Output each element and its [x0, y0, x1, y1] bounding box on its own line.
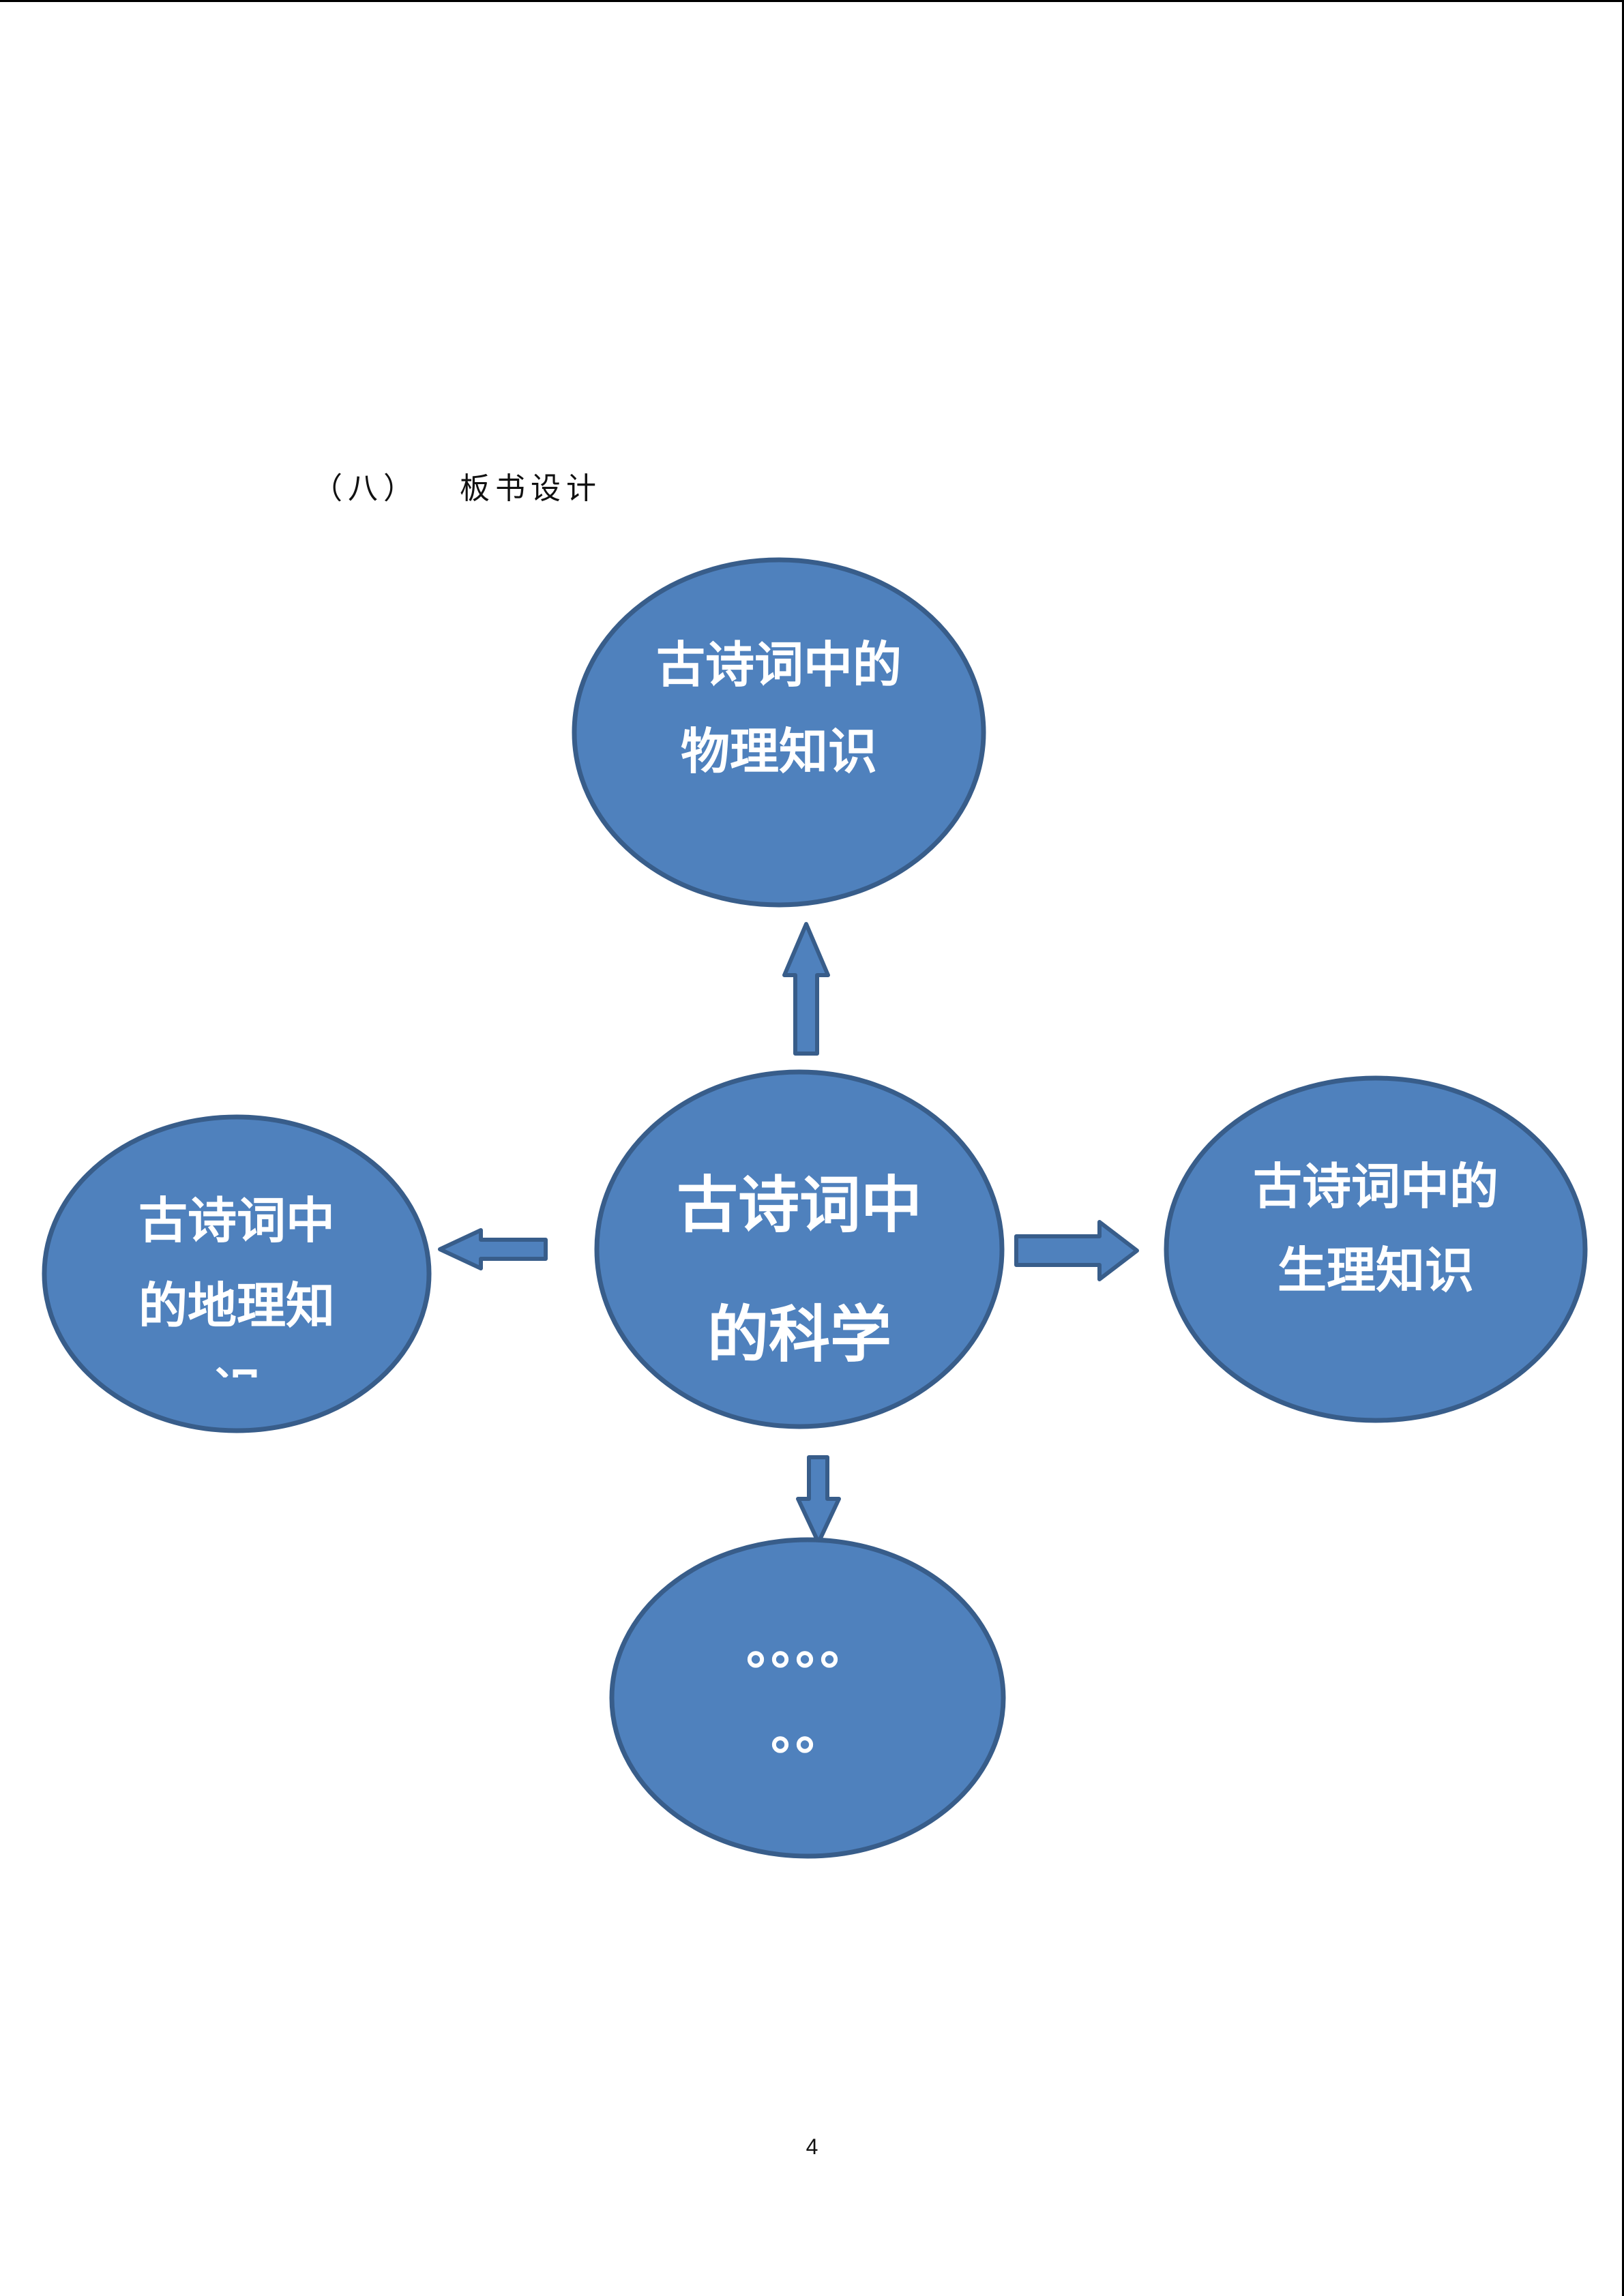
- section-number: （八）: [312, 471, 419, 506]
- node-more-line-2: 。。: [771, 1703, 844, 1761]
- node-physiology: [1164, 1075, 1588, 1423]
- node-physics: [572, 557, 986, 908]
- arrow-left: [438, 1228, 548, 1270]
- arrow-up: [782, 922, 830, 1056]
- page-number: 4: [806, 2134, 818, 2159]
- node-geography: [42, 1114, 432, 1433]
- node-center: [594, 1069, 1005, 1429]
- node-center-line-1: 古诗词中: [677, 1169, 922, 1241]
- arrow-right: [1014, 1220, 1139, 1281]
- node-geography-line-1: 古诗词中: [138, 1192, 335, 1249]
- arrow-down: [796, 1455, 841, 1545]
- section-heading: （八） 板书设计: [312, 464, 602, 507]
- section-title: 板书设计: [460, 471, 602, 506]
- node-physiology-line-1: 古诗词中的: [1253, 1158, 1498, 1215]
- right-border-line: [1622, 0, 1624, 2296]
- node-more: [609, 1537, 1006, 1859]
- node-geography-line-3: 识: [212, 1362, 261, 1420]
- node-physics-line-1: 古诗词中的: [656, 636, 902, 694]
- node-center-line-2: 的科学: [707, 1299, 891, 1371]
- top-border-line: [0, 0, 1624, 2]
- node-geography-line-2: 的地理知: [138, 1277, 335, 1335]
- node-more-line-1: 。。。。: [746, 1618, 869, 1675]
- node-physics-line-2: 物理知识: [681, 723, 877, 780]
- node-physiology-line-2: 生理知识: [1278, 1242, 1474, 1299]
